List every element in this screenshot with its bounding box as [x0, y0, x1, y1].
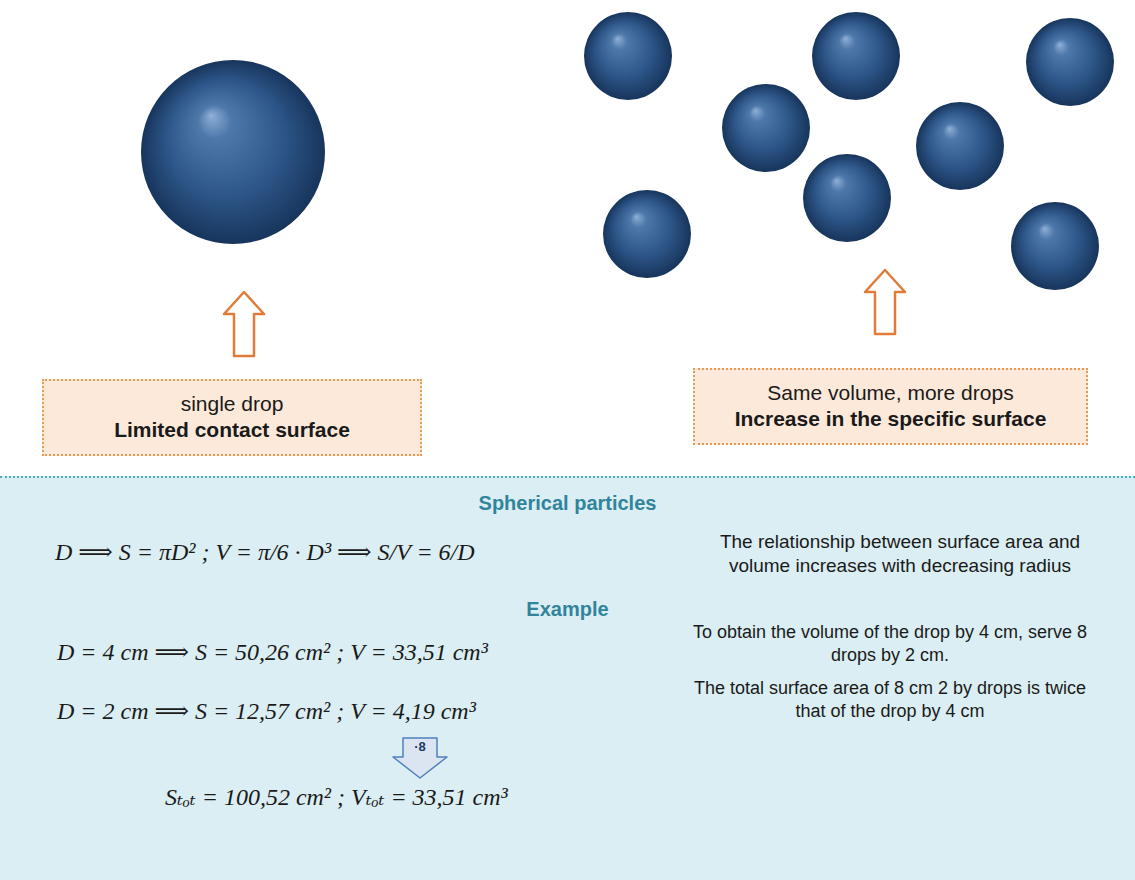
callout-box: single dropLimited contact surface [42, 379, 422, 456]
multiply-arrow: ·8 [392, 737, 448, 779]
note-text: To obtain the volume of the drop by 4 cm… [680, 621, 1100, 666]
callout-text: Same volume, more drops [711, 380, 1070, 406]
text-holder: To obtain the volume of the drop by 4 cm… [680, 621, 1100, 666]
text-holder: Example [0, 598, 1135, 621]
text-holder: D ⟹ S = πD² ; V = π/6 · D³ ⟹ S/V = 6/D [55, 538, 475, 567]
text-holder: ·8 [392, 738, 448, 756]
text-holder: D = 2 cm ⟹ S = 12,57 cm² ; V = 4,19 cm³ [57, 697, 476, 726]
callout-text: single drop [60, 391, 404, 417]
formula: D = 4 cm ⟹ S = 50,26 cm² ; V = 33,51 cm³ [57, 638, 488, 667]
text-holder: Spherical particles [0, 492, 1135, 515]
large-drop [141, 60, 325, 244]
text-holder: The relationship between surface area an… [690, 530, 1110, 578]
info-panel: Spherical particles D ⟹ S = πD² ; V = π/6… [0, 476, 1135, 880]
formula: Sₜₒₜ = 100,52 cm² ; Vₜₒₜ = 33,51 cm³ [165, 783, 508, 812]
section-heading: Example [0, 598, 1135, 621]
formula: D = 2 cm ⟹ S = 12,57 cm² ; V = 4,19 cm³ [57, 697, 476, 726]
callout-heading: Increase in the specific surface [711, 406, 1070, 432]
formula: D ⟹ S = πD² ; V = π/6 · D³ ⟹ S/V = 6/D [55, 538, 475, 567]
text-holder: The total surface area of 8 cm 2 by drop… [680, 677, 1100, 722]
note-text: The relationship between surface area an… [690, 530, 1110, 578]
text-holder: Sₜₒₜ = 100,52 cm² ; Vₜₒₜ = 33,51 cm³ [165, 783, 508, 812]
up-arrow [865, 270, 905, 334]
callout-heading: Limited contact surface [60, 417, 404, 443]
callout-box: Same volume, more dropsIncrease in the s… [693, 368, 1088, 445]
section-heading: Spherical particles [0, 492, 1135, 515]
small-drops [584, 12, 1114, 290]
arrow-outline [393, 738, 447, 778]
text-holder: D = 4 cm ⟹ S = 50,26 cm² ; V = 33,51 cm³ [57, 638, 488, 667]
multiplier: ·8 [392, 738, 448, 756]
note-text: The total surface area of 8 cm 2 by drop… [680, 677, 1100, 722]
up-arrow [224, 292, 264, 356]
